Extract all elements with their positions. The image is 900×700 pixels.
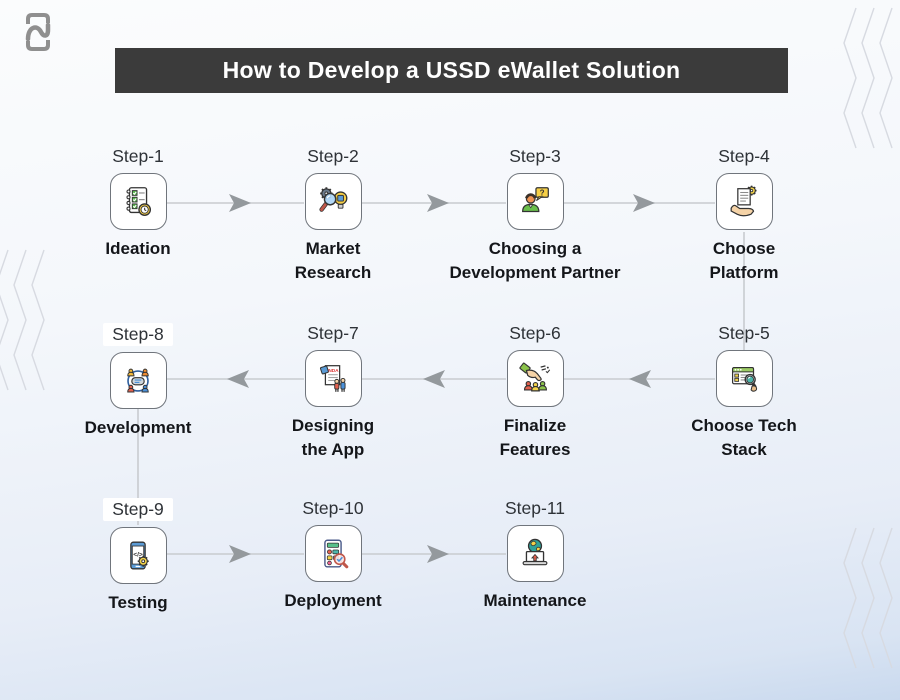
- svg-text:NDA: NDA: [328, 367, 339, 373]
- step-8: Step-8 Development: [38, 323, 238, 440]
- step-3: Step-3 ? Choosing a Development Partner: [435, 146, 635, 285]
- step-8-label: Step-8: [103, 323, 173, 346]
- svg-text:?: ?: [540, 188, 545, 197]
- step-6-name: Finalize Features: [499, 416, 571, 459]
- svg-text:</>: </>: [133, 551, 143, 558]
- step-7: Step-7 NDA: [233, 323, 433, 462]
- step-1-icon-box: [109, 173, 167, 230]
- step-2-name: Market Research: [294, 239, 372, 282]
- step-7-label: Step-7: [307, 323, 359, 343]
- browser-magnifier-icon: [731, 366, 758, 392]
- title-banner: How to Develop a USSD eWallet Solution: [115, 48, 788, 93]
- step-9-name: Testing: [108, 593, 168, 612]
- step-10-name: Deployment: [284, 591, 382, 610]
- step-10-label: Step-10: [302, 498, 364, 518]
- person-question-bubble-icon: ?: [522, 186, 549, 212]
- step-5-icon-box: [715, 350, 773, 407]
- step-4-name: Choose Platform: [709, 239, 779, 282]
- step-6-icon-box: [506, 350, 564, 407]
- step-5-label: Step-5: [718, 323, 770, 343]
- team-collaboration-icon: [127, 368, 149, 392]
- laptop-globe-update-icon: [522, 538, 548, 565]
- brand-logo-icon: [25, 13, 51, 51]
- hand-pick-person-icon: [519, 362, 551, 391]
- step-9-icon-box: </>: [109, 527, 167, 584]
- step-3-icon-box: ?: [506, 173, 564, 230]
- step-3-label: Step-3: [509, 146, 561, 166]
- step-4: Step-4 Choose Platform: [644, 146, 844, 285]
- step-11-label: Step-11: [505, 498, 565, 518]
- step-10: Step-10 Deployment: [233, 498, 433, 613]
- step-5-name: Choose Tech Stack: [691, 416, 797, 459]
- step-8-icon-box: [109, 352, 167, 409]
- step-8-name: Development: [84, 418, 192, 437]
- step-1-name: Ideation: [105, 239, 171, 258]
- hand-document-gear-icon: [730, 185, 757, 216]
- step-5: Step-5 Choose Tech Stack: [644, 323, 844, 462]
- step-2-label: Step-2: [307, 146, 359, 166]
- step-1: Step-1 Id: [38, 146, 238, 261]
- step-4-icon-box: [715, 173, 773, 230]
- step-11-icon-box: [506, 525, 564, 582]
- page-title: How to Develop a USSD eWallet Solution: [222, 57, 681, 83]
- step-3-name: Choosing a Development Partner: [449, 239, 621, 282]
- step-9-label: Step-9: [103, 498, 173, 521]
- step-9: Step-9 </> Testing: [38, 498, 238, 615]
- step-6: Step-6 Finalize Feature: [435, 323, 635, 462]
- step-7-icon-box: NDA: [304, 350, 362, 407]
- step-4-label: Step-4: [718, 146, 770, 166]
- checklist-clock-icon: [126, 186, 152, 216]
- step-2: Step-2 Market Research: [233, 146, 433, 285]
- step-2-icon-box: [304, 173, 362, 230]
- step-6-label: Step-6: [509, 323, 561, 343]
- step-1-label: Step-1: [112, 146, 164, 166]
- nda-document-people-icon: NDA: [319, 364, 346, 392]
- app-launch-magnifier-icon: [324, 539, 349, 568]
- step-11: Step-11 Maintenance: [435, 498, 635, 613]
- phone-code-gear-icon: </>: [130, 541, 149, 569]
- gear-magnifier-bulb-icon: [319, 186, 348, 212]
- step-7-name: Designing the App: [291, 416, 375, 459]
- step-11-name: Maintenance: [483, 591, 587, 610]
- step-10-icon-box: [304, 525, 362, 582]
